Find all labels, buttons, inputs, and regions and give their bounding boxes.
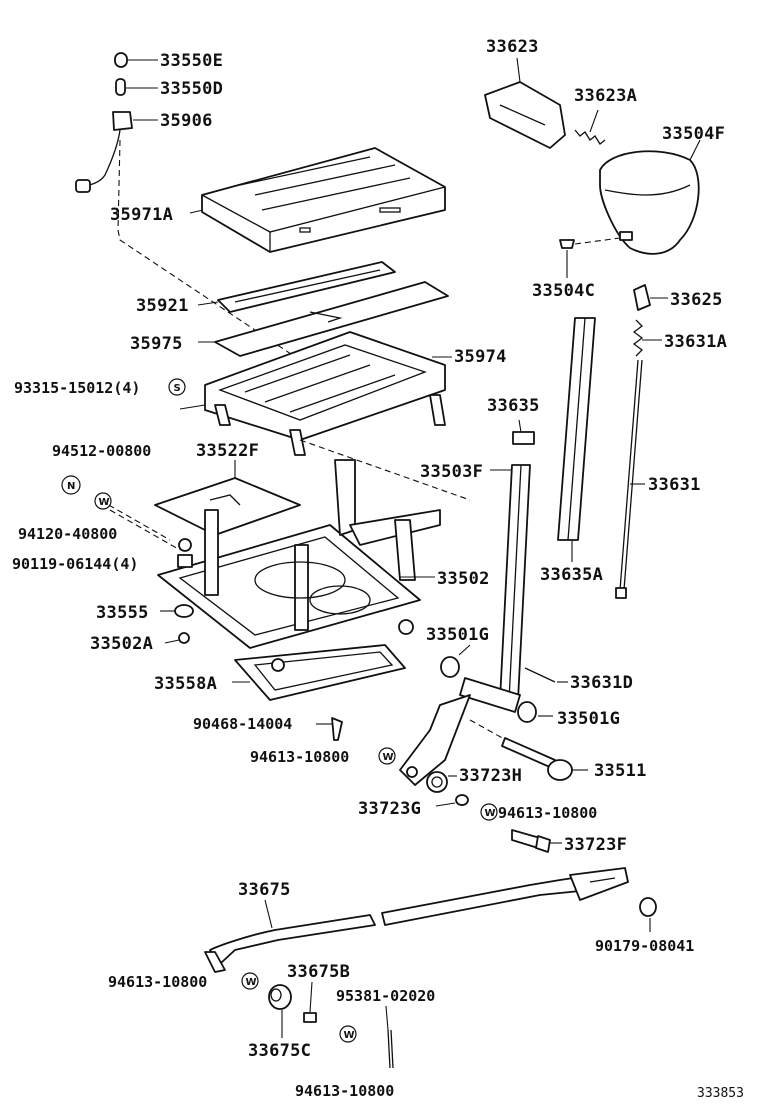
label-35974: 35974 bbox=[454, 347, 507, 367]
symbol-w-text: W bbox=[485, 808, 496, 819]
label-33623A: 33623A bbox=[574, 86, 637, 106]
symbol-w-text: W bbox=[383, 752, 394, 763]
label-94613-10800-b: 94613-10800 bbox=[498, 804, 597, 822]
label-90119-06144: 90119-06144(4) bbox=[12, 555, 138, 573]
label-33675B: 33675B bbox=[287, 962, 350, 982]
label-35921: 35921 bbox=[136, 296, 189, 316]
part-33631-push-rod bbox=[615, 359, 645, 599]
label-33625: 33625 bbox=[670, 290, 723, 310]
part-33550D-clip bbox=[115, 78, 158, 96]
part-33631A-spring bbox=[632, 319, 662, 357]
label-33723F: 33723F bbox=[564, 835, 627, 855]
label-33635A: 33635A bbox=[540, 565, 603, 585]
label-33522F: 33522F bbox=[196, 441, 259, 461]
diagram-reference-number: 333853 bbox=[697, 1086, 744, 1101]
label-33511: 33511 bbox=[594, 761, 647, 781]
part-33635-pin bbox=[512, 419, 535, 445]
part-33675B-nut bbox=[303, 981, 317, 1023]
part-33501G-bushing-lower bbox=[517, 701, 553, 723]
label-90179-08041: 90179-08041 bbox=[595, 937, 694, 955]
part-33623A-spring bbox=[574, 109, 606, 145]
part-33631D-pin bbox=[524, 667, 568, 683]
label-33555: 33555 bbox=[96, 603, 149, 623]
part-33558A-cover bbox=[232, 619, 414, 701]
label-35975: 35975 bbox=[130, 334, 183, 354]
label-94120-40800: 94120-40800 bbox=[18, 525, 117, 543]
symbol-w-94613b: W bbox=[480, 803, 498, 821]
label-33550E: 33550E bbox=[160, 51, 223, 71]
part-33723H-bushing bbox=[426, 771, 457, 793]
label-94613-10800-a: 94613-10800 bbox=[250, 748, 349, 766]
part-35971A-indicator-housing bbox=[189, 147, 446, 253]
part-33501G-bushing-upper bbox=[440, 644, 471, 678]
part-33723G-nut bbox=[435, 794, 469, 807]
label-33723G: 33723G bbox=[358, 799, 421, 819]
symbol-s-text: S bbox=[174, 383, 181, 394]
label-33550D: 33550D bbox=[160, 79, 223, 99]
label-94613-10800-c: 94613-10800 bbox=[108, 973, 207, 991]
part-33555-bushing bbox=[160, 604, 194, 618]
label-94613-10800-d: 94613-10800 bbox=[295, 1082, 394, 1100]
label-33558A: 33558A bbox=[154, 674, 217, 694]
part-33550E-o-ring bbox=[114, 52, 158, 68]
part-33503F-shift-lever bbox=[399, 464, 531, 786]
label-94512-00800: 94512-00800 bbox=[52, 442, 151, 460]
part-33635A-tube bbox=[557, 317, 596, 562]
symbol-w-text: W bbox=[246, 977, 257, 988]
part-33675-control-rod bbox=[204, 867, 629, 973]
part-33723F-bolt bbox=[511, 829, 562, 853]
label-95381-02020: 95381-02020 bbox=[336, 987, 435, 1005]
label-33675: 33675 bbox=[238, 880, 291, 900]
part-33504F-knob bbox=[599, 139, 701, 255]
part-33522F-plate bbox=[109, 460, 301, 551]
label-33631D: 33631D bbox=[570, 673, 633, 693]
part-33502-shift-lever-base bbox=[99, 459, 441, 649]
part-90179-nut bbox=[639, 897, 657, 932]
symbol-w-94613d: W bbox=[339, 1025, 357, 1043]
label-33631A: 33631A bbox=[664, 332, 727, 352]
label-33503F: 33503F bbox=[420, 462, 483, 482]
label-33504C: 33504C bbox=[532, 281, 595, 301]
symbol-w-94512: W bbox=[94, 492, 112, 510]
label-33675C: 33675C bbox=[248, 1041, 311, 1061]
part-95381-cotter-pin bbox=[385, 1005, 394, 1069]
part-33504C-screw bbox=[559, 237, 621, 278]
symbol-w-text: W bbox=[344, 1030, 355, 1041]
part-33623-knob-button bbox=[484, 57, 566, 149]
symbol-w-94613c: W bbox=[241, 972, 259, 990]
symbol-n-text: N bbox=[67, 481, 75, 492]
label-33635: 33635 bbox=[487, 396, 540, 416]
part-35906-bulb-socket bbox=[75, 111, 301, 361]
symbol-n-94120: N bbox=[61, 475, 81, 495]
part-33502A-nut bbox=[164, 632, 190, 644]
symbol-w-94613a: W bbox=[378, 747, 396, 765]
label-33504F: 33504F bbox=[662, 124, 725, 144]
part-33675C-bushing bbox=[268, 984, 292, 1038]
part-33511-bolt bbox=[501, 737, 588, 781]
label-35971A: 35971A bbox=[110, 205, 173, 225]
label-93315-15012: 93315-15012(4) bbox=[14, 379, 140, 397]
label-35906: 35906 bbox=[160, 111, 213, 131]
part-35921-slide-plate bbox=[197, 261, 396, 313]
part-35974-bezel bbox=[179, 331, 471, 501]
label-33501G-lower: 33501G bbox=[557, 709, 620, 729]
part-90468-clip bbox=[316, 717, 343, 741]
label-33631: 33631 bbox=[648, 475, 701, 495]
label-33502A: 33502A bbox=[90, 634, 153, 654]
label-33502: 33502 bbox=[437, 569, 490, 589]
label-33501G-upper: 33501G bbox=[426, 625, 489, 645]
symbol-w-text: W bbox=[99, 497, 110, 508]
part-33625-clip bbox=[633, 284, 668, 311]
label-33623: 33623 bbox=[486, 37, 539, 57]
label-33723H: 33723H bbox=[459, 766, 522, 786]
part-35975-sheet bbox=[198, 281, 449, 357]
label-90468-14004: 90468-14004 bbox=[193, 715, 292, 733]
symbol-s-93315: S bbox=[168, 378, 186, 396]
